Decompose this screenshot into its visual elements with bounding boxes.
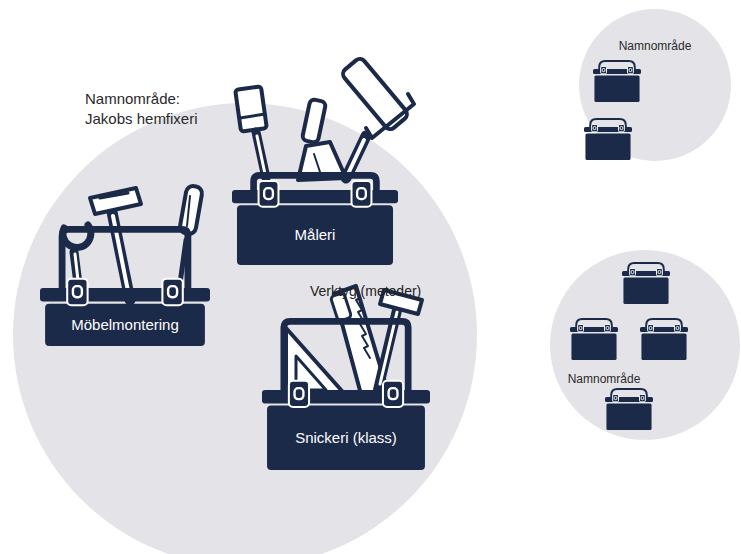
toolbox-latch: [383, 381, 403, 407]
toolbox-latch: [259, 181, 279, 207]
toolbox-latch-ring: [264, 188, 273, 199]
namespace-circle: Namnområde: Jakobs hemfixeriMåleriMöbelm…: [13, 103, 477, 554]
namespace-circle: Namnområde: [579, 9, 731, 161]
namespace-circle: Namnområde: [550, 250, 740, 440]
toolbox-latch-ring: [73, 286, 82, 297]
toolbox-lid: [232, 190, 398, 203]
toolbox-latch-ring: [168, 286, 177, 297]
toolbox-class: Snickeri (klass): [262, 318, 430, 470]
toolbox-latch-ring: [295, 388, 304, 399]
namespace-fill: [13, 103, 477, 554]
toolbox-lid: [262, 390, 430, 403]
namespace-name: Namnområde: [564, 372, 644, 388]
toolbox-latch: [67, 279, 87, 306]
class-name: Måleri: [232, 205, 398, 265]
namespace-outline: [579, 9, 731, 161]
namespace-fill: [579, 9, 731, 161]
toolbox-class: Möbelmontering: [40, 226, 210, 346]
namespace-name: Namnområde: [579, 39, 731, 55]
toolbox-shape: [232, 172, 398, 265]
toolbox-latch-ring: [357, 188, 366, 199]
class-name: Möbelmontering: [40, 304, 210, 346]
toolbox-latch-ring: [389, 388, 398, 399]
toolbox-latch: [289, 381, 309, 407]
toolbox-shape: [262, 318, 430, 470]
toolbox-latch: [352, 181, 372, 207]
toolbox-latch: [162, 279, 182, 306]
toolbox-lid: [40, 288, 210, 302]
namespace-outline: [550, 250, 740, 440]
class-name: Snickeri (klass): [262, 405, 430, 470]
toolbox-class: Måleri: [232, 172, 398, 265]
callout-label: Verktyg (metoder): [310, 283, 421, 299]
namespace-name: Namnområde: Jakobs hemfixeri: [85, 89, 210, 128]
namespace-fill: [550, 250, 740, 440]
